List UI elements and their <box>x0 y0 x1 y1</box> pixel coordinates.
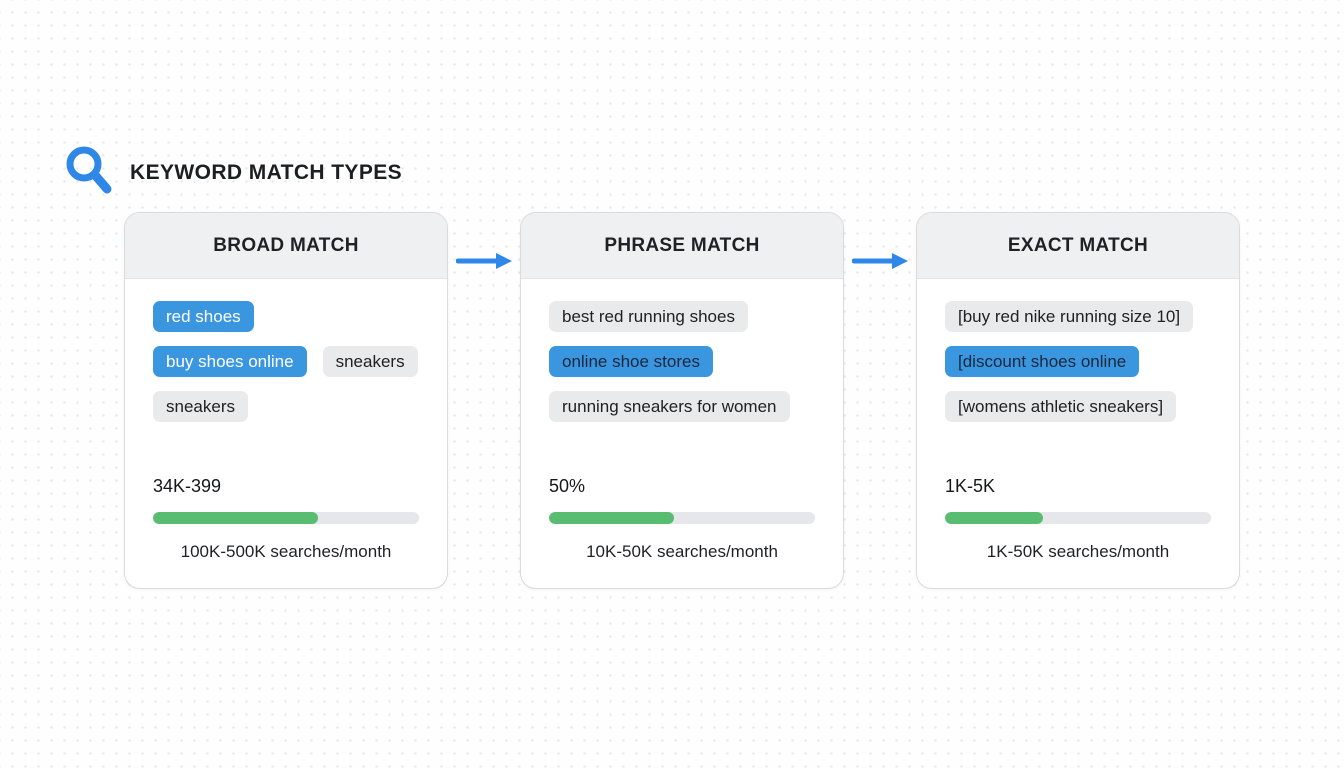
keyword-tag-row: red shoes <box>153 301 419 332</box>
keyword-tag: buy shoes online <box>153 346 307 377</box>
keyword-tag-row: running sneakers for women <box>549 391 815 422</box>
keyword-tag-list: best red running shoes online shoe stores… <box>549 301 815 436</box>
card-header: EXACT MATCH <box>917 213 1239 279</box>
keyword-tag: [discount shoes online <box>945 346 1140 377</box>
keyword-tag-row: sneakers <box>153 391 419 422</box>
keyword-tag: [womens athletic sneakers] <box>945 391 1177 422</box>
keyword-tag-row: online shoe stores <box>549 346 815 377</box>
keyword-tag: [buy red nike running size 10] <box>945 301 1194 332</box>
search-volume-label: 10K-50K searches/month <box>586 542 778 561</box>
match-type-cards-row: BROAD MATCH red shoes buy shoes online sne… <box>124 212 1240 589</box>
match-type-card: BROAD MATCH red shoes buy shoes online sne… <box>124 212 448 589</box>
keyword-tag: best red running shoes <box>549 301 748 332</box>
stat-value: 50% <box>549 476 586 496</box>
card-header: BROAD MATCH <box>125 213 447 279</box>
match-type-card: PHRASE MATCH best red running shoes onlin… <box>520 212 844 589</box>
keyword-tag: sneakers <box>322 346 418 377</box>
search-icon <box>64 144 114 201</box>
progress-bar-track <box>153 512 419 524</box>
keyword-tag-row: buy shoes online sneakers <box>153 346 419 377</box>
progress-bar-track <box>549 512 815 524</box>
keyword-tag-row: [womens athletic sneakers] <box>945 391 1211 422</box>
card-body: best red running shoes online shoe stores… <box>521 279 843 588</box>
card-body: [buy red nike running size 10] [discount … <box>917 279 1239 588</box>
keyword-tag: sneakers <box>153 391 248 422</box>
keyword-tag: online shoe stores <box>549 346 713 377</box>
keyword-tag: red shoes <box>153 301 254 332</box>
card-title: PHRASE MATCH <box>604 234 760 256</box>
keyword-tag-list: [buy red nike running size 10] [discount … <box>945 301 1211 436</box>
match-type-card: EXACT MATCH [buy red nike running size 1… <box>916 212 1240 589</box>
search-volume-label: 1K-50K searches/month <box>986 542 1170 561</box>
arrow-right-icon <box>456 253 512 269</box>
card-connector <box>844 212 916 589</box>
keyword-tag-row: best red running shoes <box>549 301 815 332</box>
keyword-tag-row: [buy red nike running size 10] <box>945 301 1211 332</box>
progress-bar-fill <box>549 512 675 524</box>
card-connector <box>448 212 520 589</box>
progress-bar-track <box>945 512 1211 524</box>
page-title: KEYWORD MATCH TYPES <box>130 160 403 184</box>
search-volume-label: 100K-500K searches/month <box>180 542 392 561</box>
card-title: EXACT MATCH <box>1007 234 1149 256</box>
arrow-right-icon <box>852 253 908 269</box>
keyword-tag-row: [discount shoes online <box>945 346 1211 377</box>
keyword-tag: running sneakers for women <box>549 391 790 422</box>
stat-value: 34K-399 <box>153 476 222 496</box>
card-title: BROAD MATCH <box>213 234 359 256</box>
card-header: PHRASE MATCH <box>521 213 843 279</box>
keyword-tag-list: red shoes buy shoes online sneakers sneaker… <box>153 301 419 436</box>
progress-bar-fill <box>153 512 318 524</box>
diagram-header: KEYWORD MATCH TYPES <box>64 144 402 201</box>
progress-bar-fill <box>945 512 1044 524</box>
stat-value: 1K-5K <box>945 476 996 496</box>
card-body: red shoes buy shoes online sneakers sneaker… <box>125 279 447 588</box>
